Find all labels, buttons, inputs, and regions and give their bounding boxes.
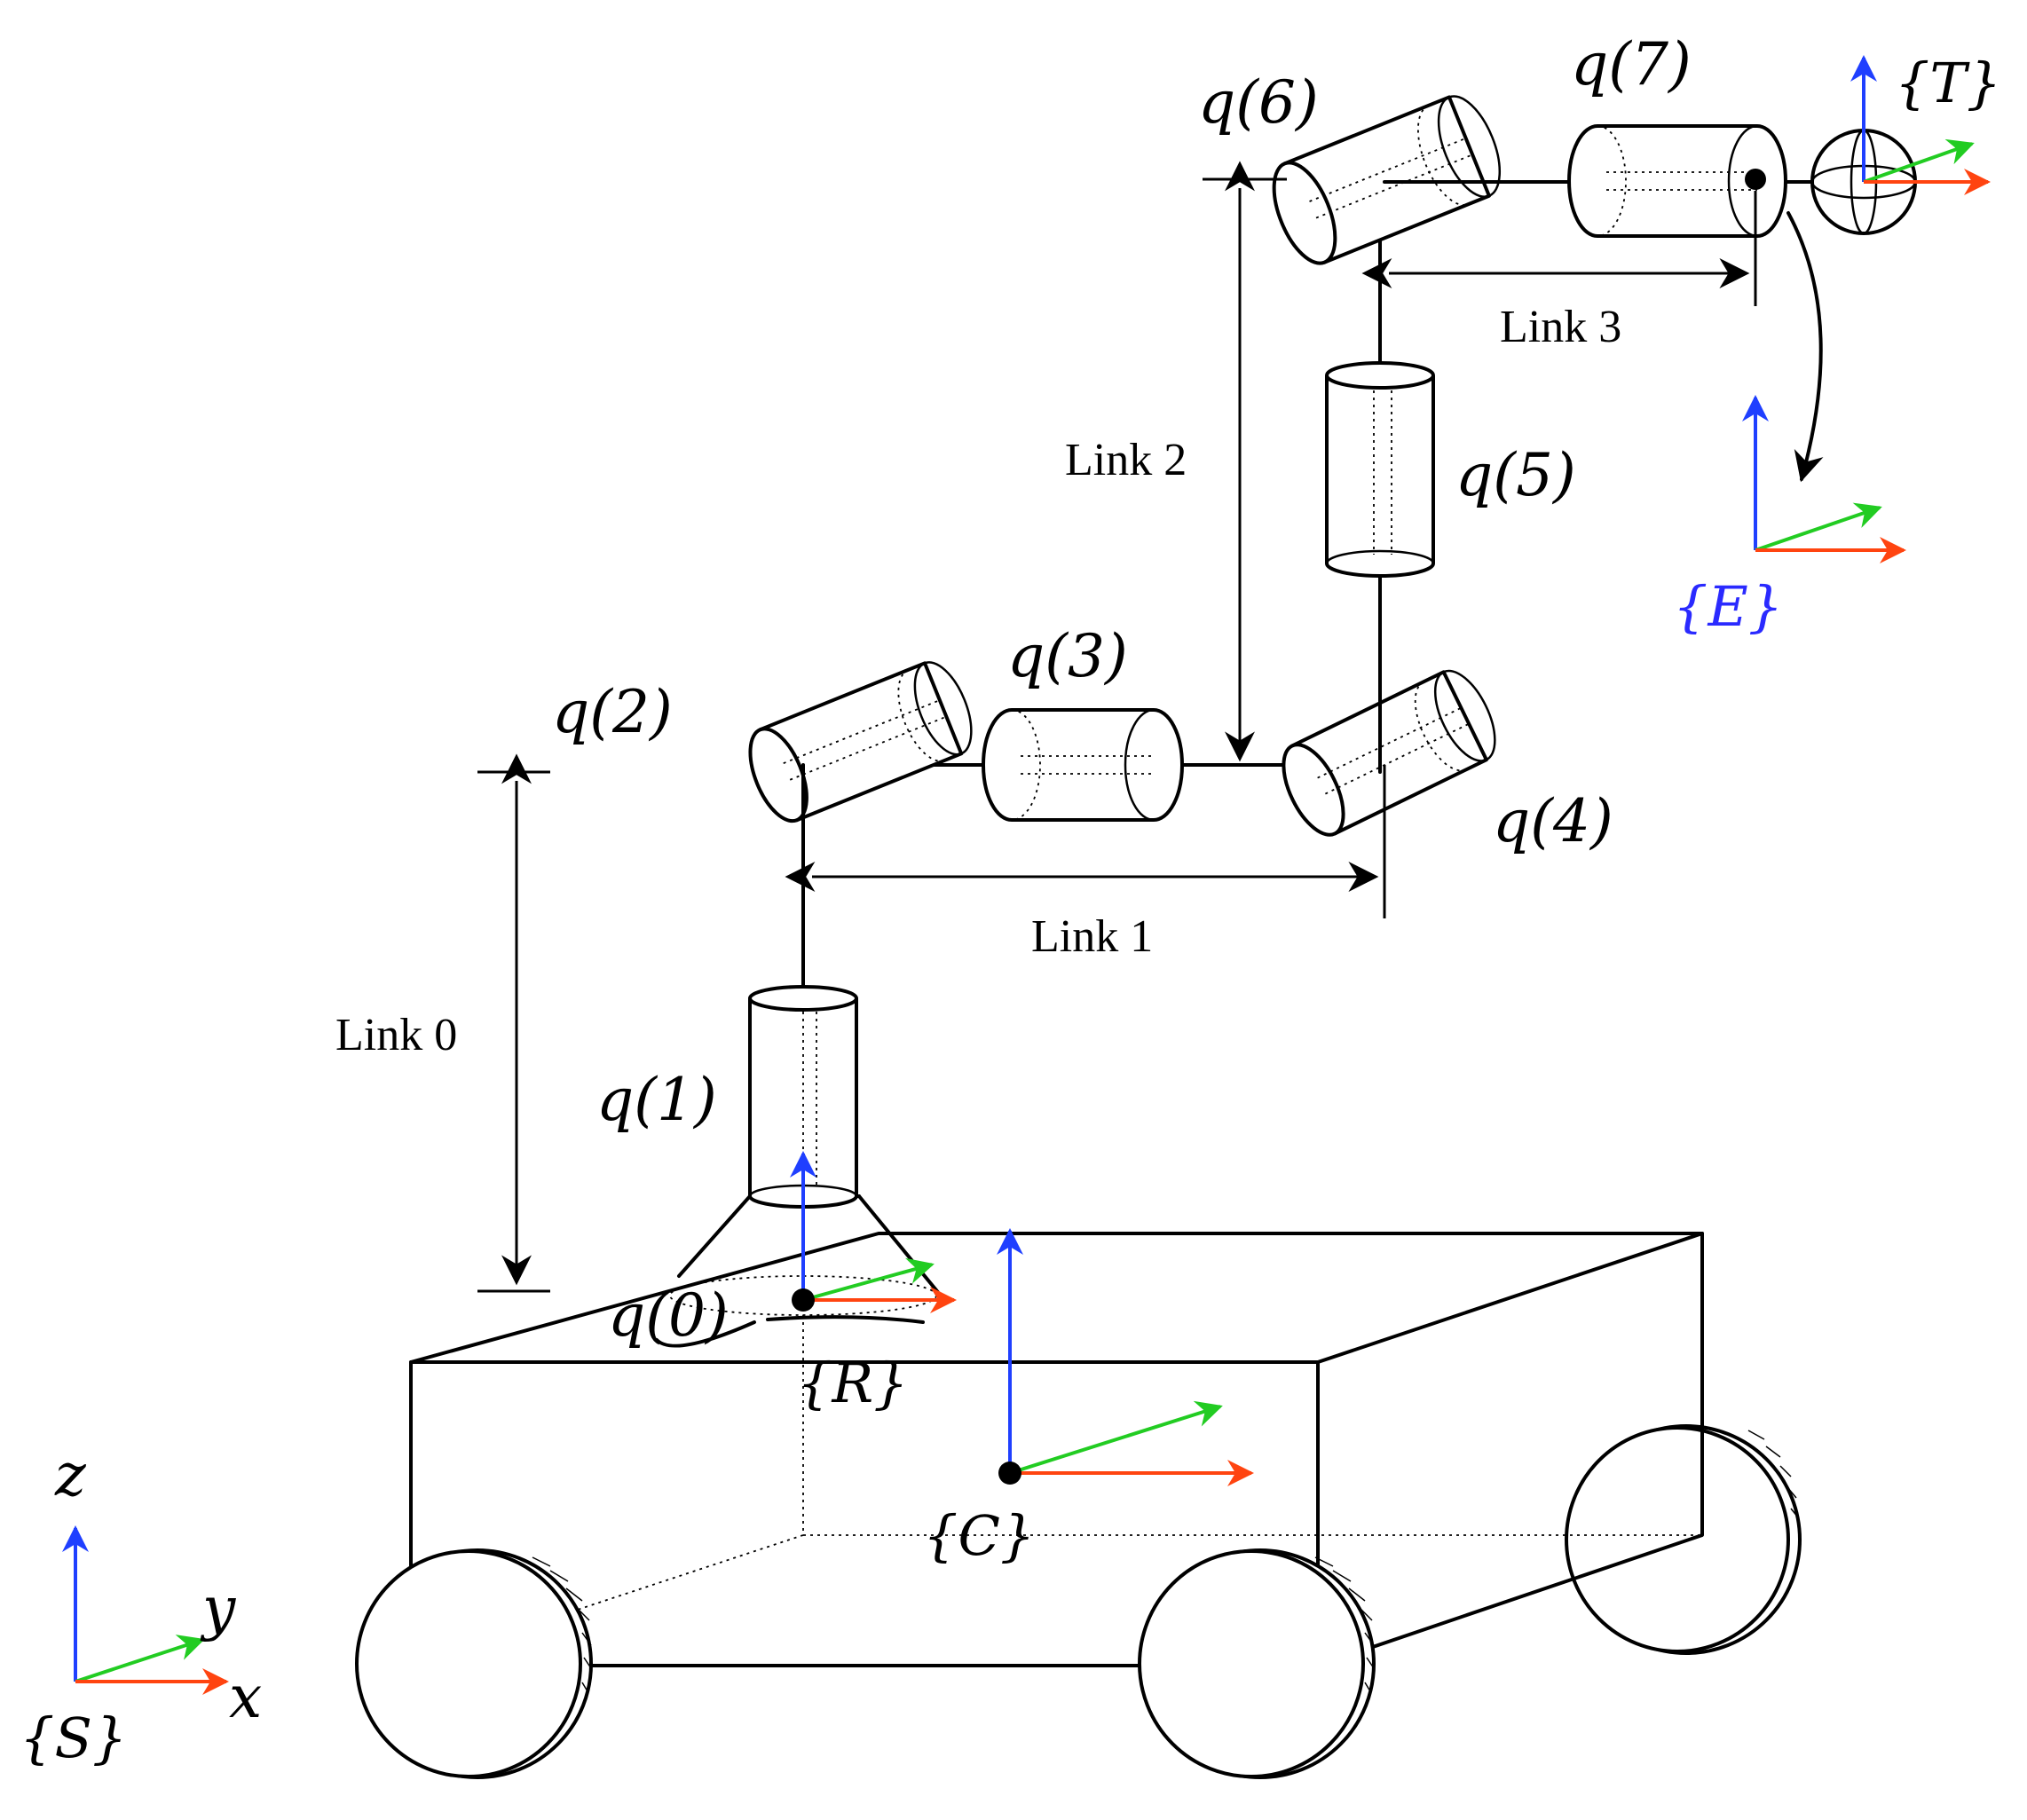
dimension-link0 (477, 753, 550, 1293)
frame-T-axes (1850, 55, 1991, 195)
frame-E-axes (1742, 395, 1906, 563)
label-q3: q(3) (1007, 622, 1128, 690)
wheel-back-right (1565, 1424, 1802, 1655)
frame-R-axes (790, 1151, 957, 1313)
label-q5: q(5) (1455, 441, 1576, 509)
label-link3: Link 3 (1500, 302, 1621, 352)
label-link1: Link 1 (1031, 911, 1153, 962)
label-q6: q(6) (1198, 68, 1319, 137)
label-q0: q(0) (608, 1281, 729, 1350)
cart-hidden-edges (407, 1287, 1702, 1666)
joint-q5-cylinder (1325, 361, 1435, 578)
label-axis-x: x (229, 1663, 262, 1731)
wheel-front-left (355, 1548, 593, 1779)
label-frame-T: {T} (1895, 51, 2001, 115)
cart-side-face (1316, 1232, 1704, 1667)
dimension-link2 (1203, 161, 1287, 762)
joint-q1-cylinder (748, 841, 858, 1209)
label-frame-S: {S} (20, 1706, 127, 1770)
label-frame-R: {R} (797, 1351, 909, 1415)
label-axis-z: z (54, 1441, 87, 1509)
label-q7: q(7) (1571, 30, 1692, 98)
joint-q7-cylinder (1567, 124, 1787, 238)
joint-q3-cylinder (982, 708, 1184, 822)
label-axis-y: y (200, 1574, 236, 1643)
joint-q6-cylinder (1272, 95, 1502, 265)
ee-to-E-arrow (1786, 211, 1824, 483)
cart-front-face (409, 1360, 1320, 1667)
label-q4: q(4) (1493, 787, 1613, 855)
label-q2: q(2) (552, 678, 673, 746)
cart-top-face (409, 1232, 1704, 1364)
end-effector-point (1745, 169, 1766, 190)
links (801, 180, 1828, 767)
label-link0: Link 0 (335, 1010, 457, 1060)
wheel-front-right (1138, 1548, 1376, 1779)
frame-C-axes (997, 1228, 1254, 1486)
joint-q2-cylinder (748, 661, 973, 823)
dimension-link1 (785, 765, 1386, 918)
label-frame-E: {E} (1673, 574, 1783, 639)
q0-rotation-arc (655, 1315, 925, 1348)
label-q1: q(1) (596, 1066, 717, 1134)
joint-q4-cylinder (1282, 669, 1496, 837)
label-frame-C: {C} (923, 1503, 1035, 1568)
cart (355, 1232, 1802, 1779)
dimension-link3 (1361, 191, 1757, 306)
label-link2: Link 2 (1065, 435, 1187, 485)
frame-S-axes (62, 1525, 229, 1695)
